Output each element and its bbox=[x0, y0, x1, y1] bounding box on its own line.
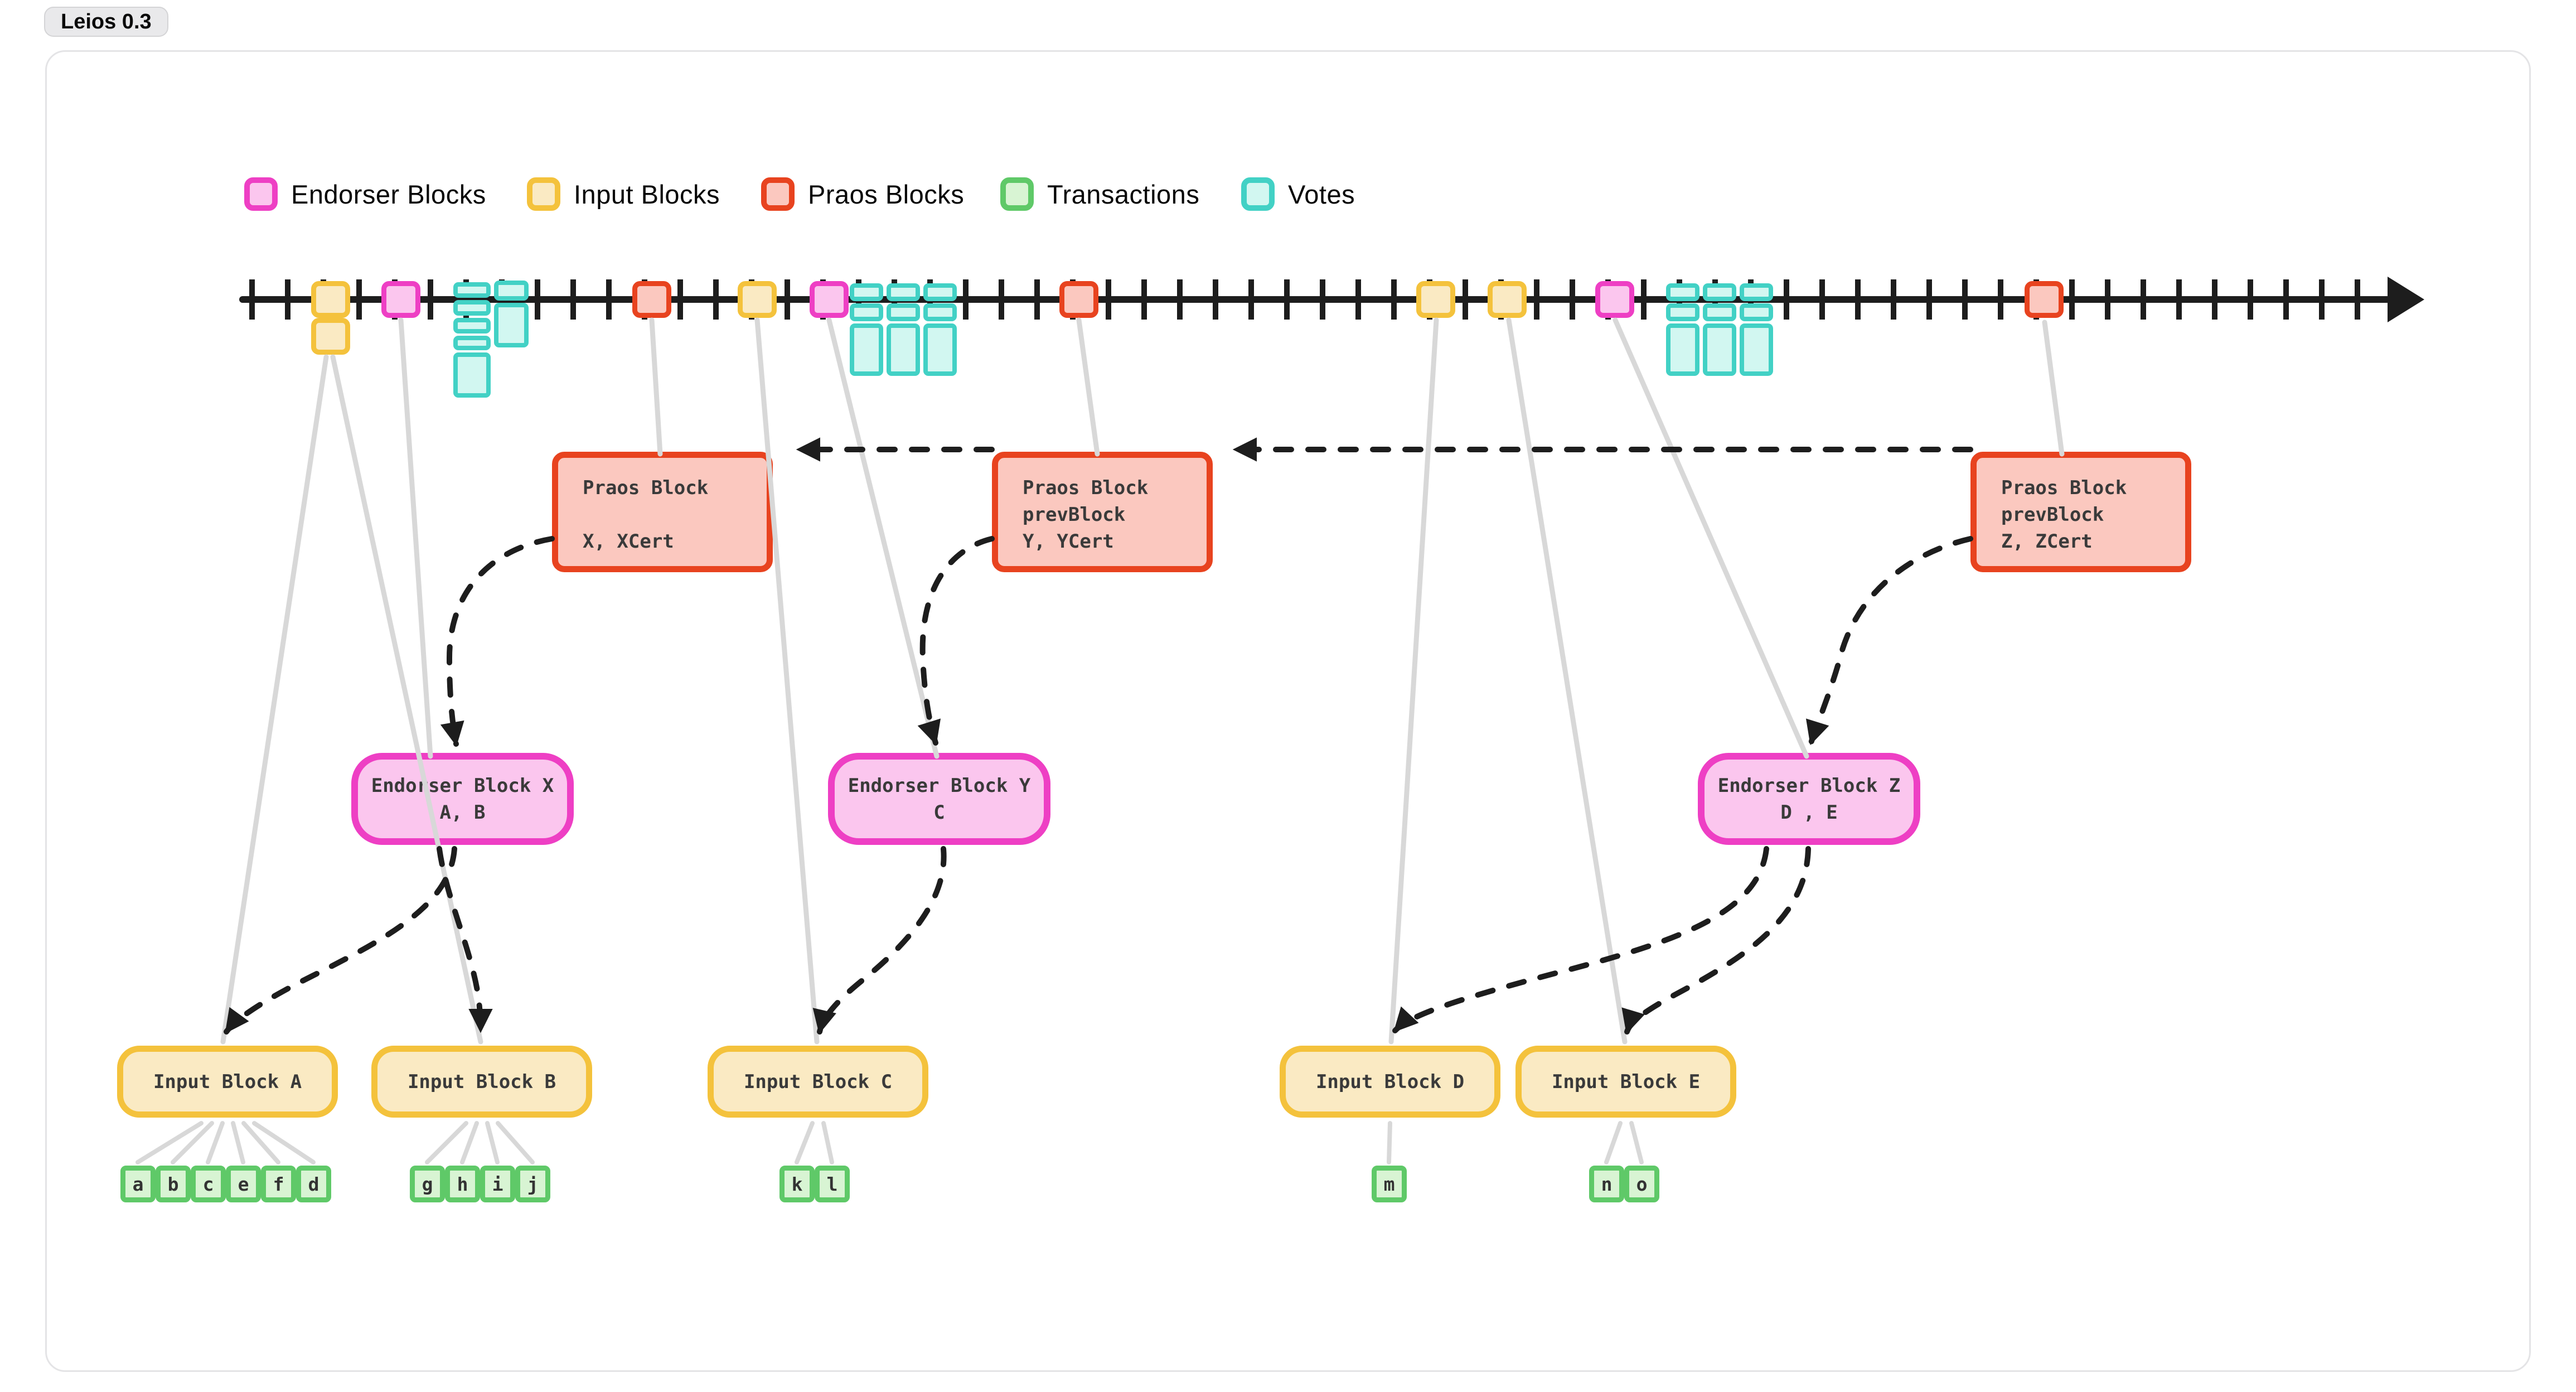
endorser-block-z: Endorser Block Z D , E bbox=[1698, 753, 1920, 845]
praos-block-title: Praos Block bbox=[2001, 477, 2127, 499]
endorser-block-refs: D , E bbox=[1780, 801, 1838, 824]
timeline-input-block bbox=[1416, 281, 1455, 318]
transaction-d: d bbox=[296, 1166, 331, 1202]
input-block-b: Input Block B bbox=[371, 1046, 592, 1118]
vote-cell bbox=[887, 283, 920, 301]
transaction-k: k bbox=[779, 1166, 815, 1202]
timeline-axis bbox=[239, 296, 2397, 303]
transaction-c: c bbox=[191, 1166, 226, 1202]
praos-block-cert: Y, YCert bbox=[1023, 530, 1114, 553]
vote-cell bbox=[1740, 283, 1773, 301]
vote-cell bbox=[453, 300, 491, 316]
vote-cell bbox=[453, 336, 491, 350]
vote-cell bbox=[1666, 303, 1699, 321]
vote-cell bbox=[923, 323, 957, 376]
transaction-i: i bbox=[480, 1166, 515, 1202]
vote-cell bbox=[453, 318, 491, 334]
input-block-label: Input Block D bbox=[1315, 1070, 1465, 1093]
timeline-endorser-block-y bbox=[810, 281, 849, 318]
praos-block-title: Praos Block bbox=[583, 477, 709, 499]
vote-cell bbox=[453, 352, 491, 398]
legend-item-praos-blocks: Praos Blocks bbox=[761, 177, 964, 211]
transaction-l: l bbox=[815, 1166, 850, 1202]
timeline-input-block bbox=[1488, 281, 1527, 318]
vote-cell bbox=[887, 323, 920, 376]
transaction-a: a bbox=[120, 1166, 156, 1202]
timeline-endorser-block-z bbox=[1595, 281, 1634, 318]
legend-label: Input Blocks bbox=[574, 179, 720, 209]
vote-cell bbox=[1703, 303, 1736, 321]
vote-cell bbox=[1740, 323, 1773, 376]
input-block-e: Input Block E bbox=[1515, 1046, 1736, 1118]
vote-cell bbox=[453, 282, 491, 298]
timeline-praos-block-z bbox=[2025, 281, 2064, 318]
input-block-a: Input Block A bbox=[117, 1046, 338, 1118]
transaction-j: j bbox=[515, 1166, 550, 1202]
praos-block-cert: Z, ZCert bbox=[2001, 530, 2093, 553]
timeline-input-block bbox=[311, 281, 350, 318]
legend-label: Endorser Blocks bbox=[291, 179, 486, 209]
praos-block-z: Praos Block prevBlock Z, ZCert bbox=[1970, 452, 2191, 572]
transaction-g: g bbox=[410, 1166, 445, 1202]
legend-item-input-blocks: Input Blocks bbox=[527, 177, 720, 211]
praos-block-x: Praos Block X, XCert bbox=[552, 452, 773, 572]
endorser-block-title: Endorser Block X bbox=[371, 774, 554, 797]
endorser-block-x: Endorser Block X A, B bbox=[351, 753, 574, 845]
transaction-n: n bbox=[1589, 1166, 1624, 1202]
vote-cell bbox=[850, 323, 883, 376]
vote-cell bbox=[850, 283, 883, 301]
legend-label: Votes bbox=[1288, 179, 1355, 209]
praos-block-title: Praos Block bbox=[1023, 477, 1149, 499]
vote-cell bbox=[494, 303, 529, 347]
transaction-e: e bbox=[226, 1166, 261, 1202]
praos-block-prev: prevBlock bbox=[2001, 504, 2104, 526]
version-badge: Leios 0.3 bbox=[44, 7, 168, 37]
transaction-f: f bbox=[261, 1166, 296, 1202]
vote-cell bbox=[1666, 323, 1699, 376]
input-block-label: Input Block B bbox=[407, 1070, 556, 1093]
praos-block-prev: prevBlock bbox=[1023, 504, 1126, 526]
endorser-block-title: Endorser Block Y bbox=[848, 774, 1031, 797]
praos-swatch-icon bbox=[761, 177, 795, 211]
transaction-b: b bbox=[156, 1166, 191, 1202]
endorser-block-refs: C bbox=[933, 801, 945, 824]
legend-label: Transactions bbox=[1047, 179, 1200, 209]
transaction-m: m bbox=[1372, 1166, 1407, 1202]
endorser-block-y: Endorser Block Y C bbox=[828, 753, 1050, 845]
vote-cell bbox=[887, 303, 920, 321]
vote-cell bbox=[494, 281, 529, 301]
legend-item-endorser-blocks: Endorser Blocks bbox=[244, 177, 486, 211]
endorser-swatch-icon bbox=[244, 177, 278, 211]
input-block-label: Input Block E bbox=[1551, 1070, 1701, 1093]
input-block-c: Input Block C bbox=[708, 1046, 928, 1118]
legend-item-votes: Votes bbox=[1241, 177, 1355, 211]
transaction-o: o bbox=[1624, 1166, 1659, 1202]
input-block-label: Input Block A bbox=[153, 1070, 302, 1093]
timeline-praos-block-x bbox=[632, 281, 671, 318]
timeline-input-block bbox=[311, 318, 350, 355]
praos-block-cert: X, XCert bbox=[583, 530, 674, 553]
vote-cell bbox=[850, 303, 883, 321]
timeline-input-block bbox=[738, 281, 777, 318]
timeline-endorser-block-x bbox=[381, 281, 420, 318]
endorser-block-title: Endorser Block Z bbox=[1717, 774, 1901, 797]
endorser-block-refs: A, B bbox=[439, 801, 486, 824]
praos-block-y: Praos Block prevBlock Y, YCert bbox=[992, 452, 1213, 572]
legend-label: Praos Blocks bbox=[808, 179, 965, 209]
praos-block-prev bbox=[583, 501, 767, 528]
votes-swatch-icon bbox=[1241, 177, 1275, 211]
transaction-h: h bbox=[445, 1166, 480, 1202]
vote-cell bbox=[1740, 303, 1773, 321]
input-block-d: Input Block D bbox=[1280, 1046, 1500, 1118]
vote-cell bbox=[923, 283, 957, 301]
input-swatch-icon bbox=[527, 177, 560, 211]
vote-cell bbox=[1703, 283, 1736, 301]
input-block-label: Input Block C bbox=[743, 1070, 893, 1093]
vote-cell bbox=[1703, 323, 1736, 376]
timeline-praos-block-y bbox=[1059, 281, 1098, 318]
vote-cell bbox=[923, 303, 957, 321]
transaction-swatch-icon bbox=[1000, 177, 1034, 211]
legend-item-transactions: Transactions bbox=[1000, 177, 1199, 211]
vote-cell bbox=[1666, 283, 1699, 301]
